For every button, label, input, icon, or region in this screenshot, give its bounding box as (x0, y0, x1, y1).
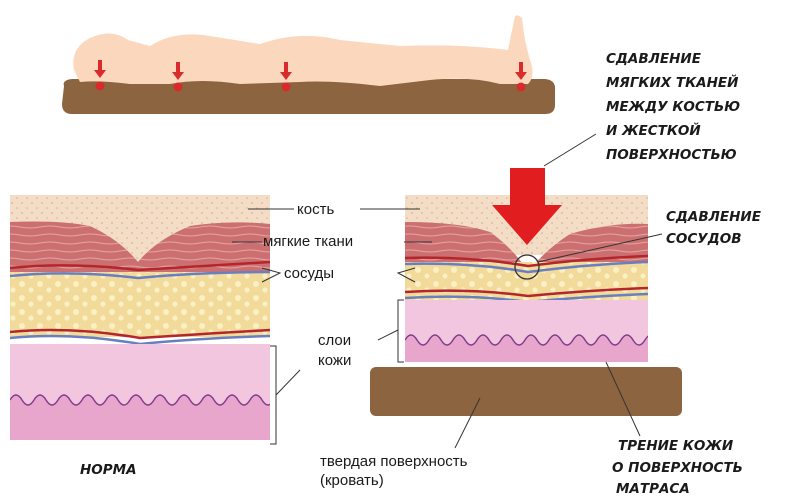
note-friction-line: ТРЕНИЕ КОЖИ (618, 438, 734, 454)
label-skin-line1: слои (318, 332, 351, 349)
note-compression-line: МЯГКИХ ТКАНЕЙ (606, 74, 739, 91)
note-friction-line: МАТРАСА (616, 481, 690, 497)
note-friction-line: О ПОВЕРХНОСТЬ (612, 460, 743, 476)
mattress-top (62, 79, 555, 114)
note-compression-line: МЕЖДУ КОСТЬЮ (606, 99, 740, 115)
label-skin-line2: кожи (318, 352, 351, 369)
note-compression: СДАВЛЕНИЕ МЯГКИХ ТКАНЕЙ МЕЖДУ КОСТЬЮ И Ж… (606, 51, 740, 163)
label-bone: кость (297, 201, 334, 218)
note-compression-line: И ЖЕСТКОЙ (606, 122, 701, 139)
fat-layer (10, 272, 270, 337)
fat-layer (405, 262, 648, 300)
note-vessel-line: СДАВЛЕНИЕ (666, 209, 762, 225)
note-vessel-line: СОСУДОВ (666, 231, 742, 247)
note-normal: НОРМА (80, 462, 137, 478)
note-compression-line: СДАВЛЕНИЕ (606, 51, 702, 67)
note-vessel-compression: СДАВЛЕНИЕ СОСУДОВ (666, 209, 762, 247)
label-surface-line2: (кровать) (320, 472, 384, 489)
note-compression-line: ПОВЕРХНОСТЬЮ (606, 147, 737, 163)
label-soft-tissue: мягкие ткани (263, 233, 353, 250)
mattress-block (370, 367, 682, 416)
body-on-mattress-scene (62, 15, 555, 114)
label-surface-line1: твердая поверхность (320, 453, 468, 470)
normal-tissue-section (10, 195, 274, 440)
label-vessels: сосуды (284, 265, 334, 282)
note-friction: ТРЕНИЕ КОЖИ О ПОВЕРХНОСТЬ МАТРАСА (612, 438, 743, 497)
human-body-silhouette (73, 15, 532, 86)
